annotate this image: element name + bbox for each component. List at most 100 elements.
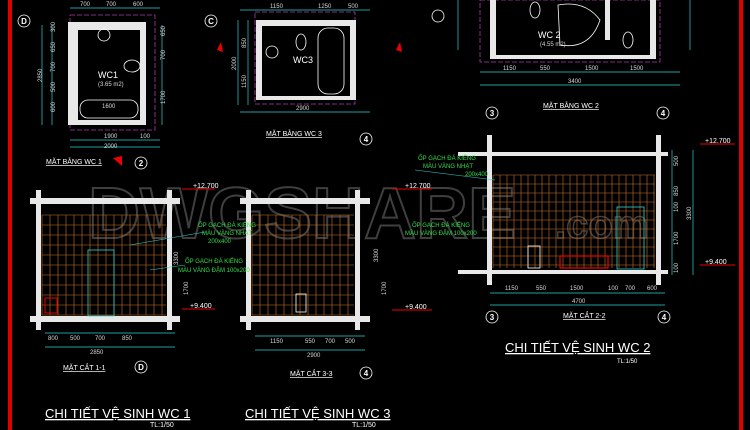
dim-text: 2850 bbox=[90, 350, 104, 356]
section-1-1: 800 500 700 850 2850 3300 1700 +12.700 +… bbox=[30, 183, 219, 374]
dim-text: 1900 bbox=[104, 134, 118, 140]
dim-text: 1150 bbox=[503, 66, 517, 72]
dim-text: 700 bbox=[80, 2, 91, 8]
dim-text: 1700 bbox=[184, 281, 190, 295]
note-light-tile: 200x400 bbox=[208, 239, 232, 245]
dim-text: 650 bbox=[161, 25, 167, 36]
grid-bubble bbox=[485, 106, 499, 120]
room-label: WC1 bbox=[98, 70, 118, 80]
grid-label: 2 bbox=[139, 159, 144, 168]
frame-left-border bbox=[8, 0, 12, 430]
scale-wc2: TL:1/50 bbox=[617, 359, 638, 365]
dim-text: 100 bbox=[608, 286, 619, 292]
grid-label: C bbox=[208, 17, 214, 26]
grid-label: 4 bbox=[364, 135, 369, 144]
dim-text: 650 bbox=[51, 41, 57, 52]
plan-label-wc2: MẶT BẰNG WC 2 bbox=[543, 101, 599, 110]
dim-text: 2000 bbox=[104, 144, 118, 150]
dim-text: 300 bbox=[51, 21, 57, 32]
plan-wc1: WC1 (3.65 m2) 1600 700 700 600 1900 100 … bbox=[17, 2, 167, 170]
dim-text: 700 bbox=[95, 336, 106, 342]
grid-bubble bbox=[17, 14, 31, 28]
dim-text: 800 bbox=[48, 336, 59, 342]
grid-bubble bbox=[134, 156, 148, 170]
grid-bubble bbox=[485, 310, 499, 324]
dim-text: 500 bbox=[70, 336, 81, 342]
dim-text: 3300 bbox=[687, 206, 693, 220]
note-light-tile: MÀU VÀNG NHẠT bbox=[423, 163, 473, 170]
section-3-3: 1150 550 700 500 2900 3300 1700 +12.700 … bbox=[240, 183, 432, 380]
level-marker: +9.400 bbox=[405, 304, 427, 311]
grid-bubble bbox=[359, 366, 373, 380]
dim-text: 700 bbox=[625, 286, 636, 292]
plan-label-wc3: MẶT BẰNG WC 3 bbox=[266, 129, 322, 138]
grid-bubble bbox=[431, 9, 445, 23]
dim-text: 2900 bbox=[307, 353, 321, 359]
dim-text: 1500 bbox=[585, 66, 599, 72]
note-light-tile: 200x400 bbox=[465, 172, 489, 178]
dim-text: 1700 bbox=[161, 90, 167, 104]
plan-wc2: WC 2 (4.55 m2) 1150 550 1500 1500 3400 3… bbox=[431, 0, 691, 120]
dim-text: 700 bbox=[325, 339, 336, 345]
dim-text: 1700 bbox=[382, 281, 388, 295]
grid-label: 4 bbox=[364, 369, 369, 378]
dim-text: 1150 bbox=[270, 339, 284, 345]
dim-text: 700 bbox=[161, 49, 167, 60]
dim-text: 100 bbox=[674, 262, 680, 273]
dim-text: 1500 bbox=[570, 286, 584, 292]
dim-text: 700 bbox=[106, 2, 117, 8]
section-marker-icon bbox=[396, 42, 402, 52]
grid-bubble bbox=[657, 310, 671, 324]
dim-text: 600 bbox=[133, 2, 144, 8]
note-light-tile: ỐP GẠCH ĐÁ KIẾNG bbox=[418, 155, 476, 162]
dim-text: 500 bbox=[674, 155, 680, 166]
dim-text: 500 bbox=[345, 339, 356, 345]
dim-text: 600 bbox=[647, 286, 658, 292]
dim-text: 1150 bbox=[242, 74, 248, 88]
grid-bubble bbox=[134, 360, 148, 374]
grid-label: 4 bbox=[661, 109, 666, 118]
level-marker: +12.700 bbox=[405, 183, 431, 190]
level-marker: +12.700 bbox=[705, 138, 731, 145]
dim-text: 2000 bbox=[232, 56, 238, 70]
dim-text: 3300 bbox=[374, 248, 380, 262]
dim-text: 1700 bbox=[674, 231, 680, 245]
dim-text: 3400 bbox=[568, 79, 582, 85]
dim-text: 700 bbox=[51, 61, 57, 72]
level-marker: +12.700 bbox=[193, 183, 219, 190]
section-marker-icon bbox=[217, 42, 223, 52]
dim-text: 600 bbox=[51, 101, 57, 112]
dim-text: 550 bbox=[305, 339, 316, 345]
grid-label: D bbox=[21, 17, 27, 26]
section-label-1-1: MẶT CẮT 1-1 bbox=[63, 363, 106, 372]
dim-text: 2850 bbox=[38, 68, 44, 82]
plan-wc3: WC3 1150 1250 500 2900 2000 850 1150 C 4… bbox=[204, 4, 402, 146]
dim-text: 550 bbox=[540, 66, 551, 72]
tile-notes: ỐP GẠCH ĐÁ KIẾNG MÀU VÀNG NHẠT 200x400 Ố… bbox=[129, 155, 496, 274]
dim-text: 2900 bbox=[296, 106, 310, 112]
note-dark-tile: ỐP GẠCH ĐÁ KIẾNG bbox=[412, 222, 470, 229]
room-area: (3.65 m2) bbox=[98, 82, 124, 88]
frame-right-border bbox=[739, 0, 743, 430]
grid-bubble bbox=[656, 106, 670, 120]
grid-label: D bbox=[138, 363, 144, 372]
section-2-2: 1150 550 1500 100 700 600 4700 500 850 1… bbox=[458, 135, 735, 324]
grid-label: 4 bbox=[662, 313, 667, 322]
note-dark-tile: ỐP GẠCH ĐÁ KIẾNG bbox=[185, 258, 243, 265]
dim-text: 100 bbox=[674, 201, 680, 212]
grid-label: 3 bbox=[490, 109, 495, 118]
dim-text: 1500 bbox=[630, 66, 644, 72]
room-label: WC3 bbox=[293, 55, 313, 65]
watermark-text: DWGSHARE bbox=[88, 174, 516, 254]
dim-text: 100 bbox=[140, 134, 151, 140]
watermark-suffix: .com bbox=[555, 203, 648, 247]
level-marker: +9.400 bbox=[705, 259, 727, 266]
dim-text: 550 bbox=[536, 286, 547, 292]
title-wc2: CHI TIẾT VỆ SINH WC 2 bbox=[505, 340, 650, 355]
note-dark-tile: MÀU VÀNG ĐẬM 100x200 bbox=[178, 267, 250, 274]
dim-text: 1600 bbox=[102, 104, 116, 110]
dim-text: 1150 bbox=[270, 4, 284, 10]
scale-wc1: TL:1/50 bbox=[150, 422, 174, 429]
